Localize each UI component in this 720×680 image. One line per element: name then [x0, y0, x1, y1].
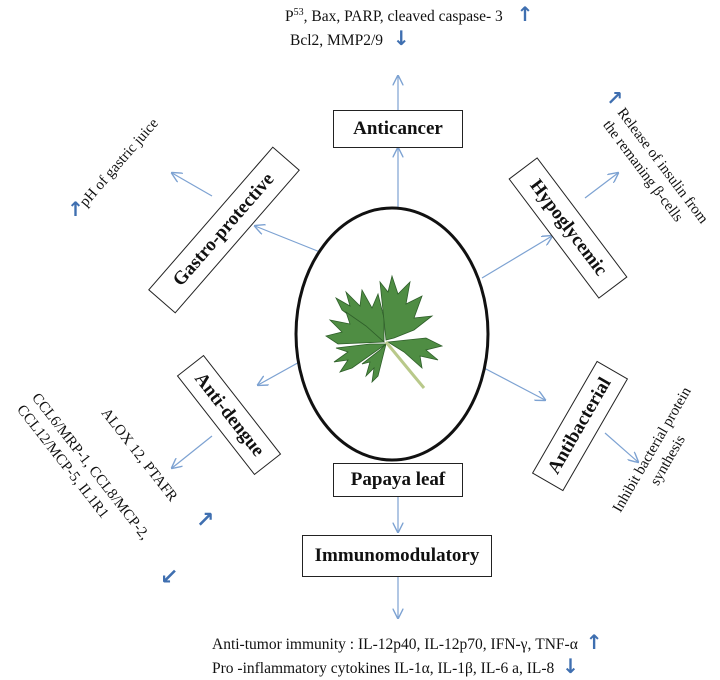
arrow-center-to-antibacterial [483, 367, 545, 400]
down-arrow-icon: ↓ [392, 26, 410, 50]
up-arrow-icon: ↑ [585, 630, 603, 654]
papaya-leaf-image [325, 274, 444, 389]
papaya-leaf-label: Papaya leaf [333, 463, 463, 497]
arrow-antidengue-to-note [172, 435, 213, 468]
up-arrow-icon: ↗ [196, 508, 215, 533]
immuno-anti-tumor-line: Anti-tumor immunity : IL-12p40, IL-12p70… [212, 630, 602, 655]
arrow-center-to-antidengue [258, 359, 304, 385]
arrow-center-to-hypoglycemic [481, 236, 552, 279]
up-arrow-icon: ↑ [516, 2, 534, 26]
arrow-gastro-to-note [172, 173, 213, 197]
anticancer-down-text: Bcl2, MMP2/9 [290, 32, 384, 49]
anticancer-up-superscript: 53 [293, 6, 304, 18]
arrow-hypoglycemic-to-note [584, 173, 618, 199]
up-arrow-icon: ↗ [606, 86, 623, 111]
immuno-pro-inflammatory-line: Pro -inflammatory cytokines IL-1α, IL-1β… [212, 654, 579, 679]
anticancer-up-markers: P53, Bax, PARP, cleaved caspase- 3 ↑ [285, 2, 533, 27]
up-arrow-icon: ↑ [67, 196, 84, 221]
anticancer-down-markers: Bcl2, MMP2/9 ↓ [290, 26, 410, 51]
down-arrow-icon: ↙ [160, 565, 179, 590]
arrow-antibacterial-to-note [604, 432, 638, 462]
anticancer-up-prefix: P [285, 8, 294, 25]
immuno-pro-inflammatory-text: Pro -inflammatory cytokines IL-1α, IL-1β… [212, 660, 555, 677]
anticancer-box: Anticancer [333, 110, 463, 148]
anticancer-up-rest: , Bax, PARP, cleaved caspase- 3 [303, 8, 503, 25]
down-arrow-icon: ↓ [562, 654, 579, 678]
immunomodulatory-box: Immunomodulatory [302, 535, 492, 577]
immuno-anti-tumor-text: Anti-tumor immunity : IL-12p40, IL-12p70… [212, 636, 578, 653]
arrow-center-to-gastro [255, 226, 321, 253]
